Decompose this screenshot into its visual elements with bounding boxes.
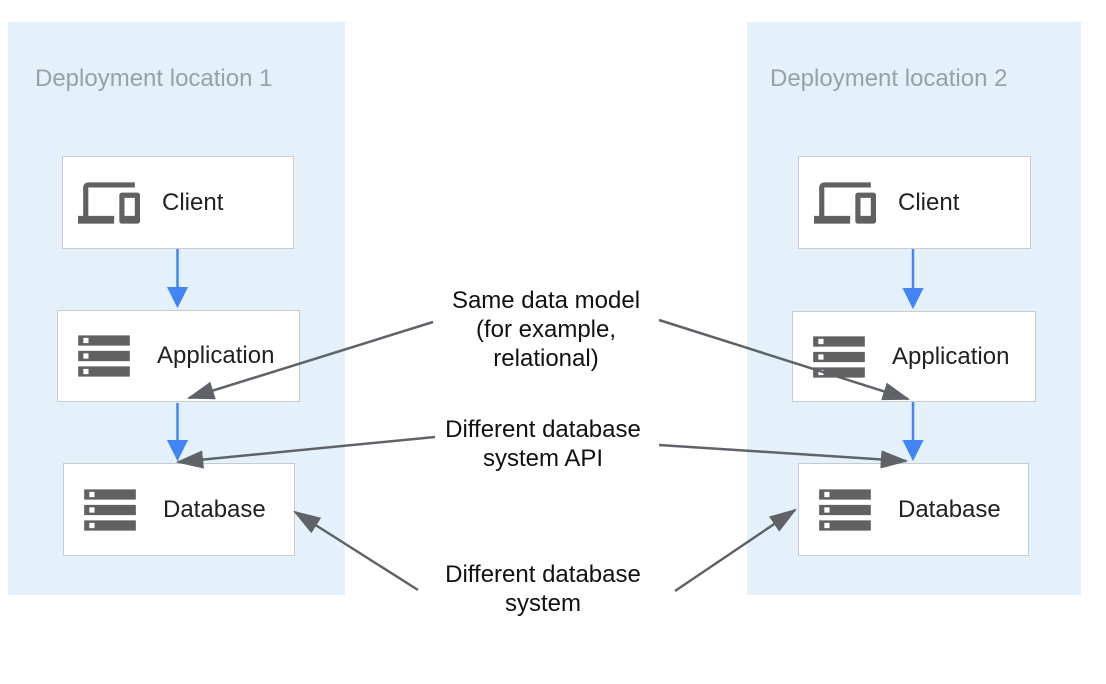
storage-icon <box>814 479 876 541</box>
annotation-same-data-model: Same data model (for example, relational… <box>406 286 686 373</box>
node-label: Application <box>892 342 1010 370</box>
devices-icon <box>78 172 140 234</box>
annotation-line: Different database <box>445 561 641 588</box>
node-label: Database <box>163 495 266 523</box>
storage-icon <box>808 326 870 388</box>
node-label: Database <box>898 495 1001 523</box>
panel-title-1: Deployment location 1 <box>35 65 273 92</box>
node-label: Client <box>898 188 960 216</box>
node-client-1: Client <box>62 156 294 249</box>
node-application-2: Application <box>792 311 1036 402</box>
node-database-2: Database <box>798 463 1029 556</box>
storage-icon <box>73 325 135 387</box>
annotation-line: system <box>504 590 581 617</box>
annotation-line: relational) <box>493 345 599 372</box>
node-database-1: Database <box>63 463 295 556</box>
devices-icon <box>814 172 876 234</box>
annotation-different-db-system: Different database system <box>403 560 683 618</box>
storage-icon <box>79 479 141 541</box>
node-application-1: Application <box>57 310 300 402</box>
annotation-line: Different database <box>445 416 641 443</box>
node-client-2: Client <box>798 156 1031 249</box>
node-label: Client <box>162 188 224 216</box>
annotation-line: system API <box>482 445 604 472</box>
node-label: Application <box>157 342 275 369</box>
annotation-line: (for example, <box>475 316 617 343</box>
panel-title-2: Deployment location 2 <box>770 65 1008 92</box>
annotation-different-db-api: Different database system API <box>403 415 683 473</box>
annotation-line: Same data model <box>451 287 641 314</box>
